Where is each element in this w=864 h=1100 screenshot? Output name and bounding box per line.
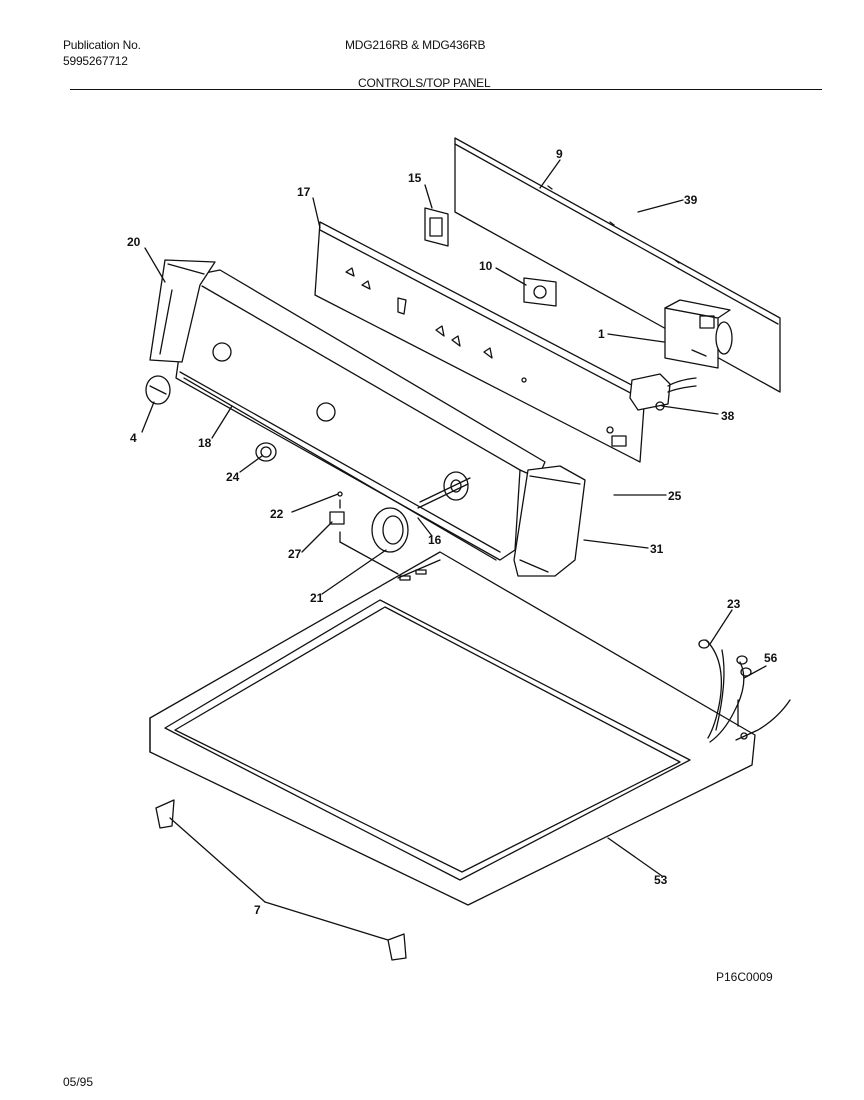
part-hinge-clips	[155, 799, 407, 961]
part-knob-small	[145, 375, 171, 405]
callout-20: 20	[127, 235, 141, 249]
callout-10: 10	[479, 259, 493, 273]
callout-27: 27	[288, 547, 302, 561]
publication-label: Publication No.	[63, 38, 141, 52]
callout-7: 7	[254, 903, 261, 917]
publication-number: 5995267712	[63, 54, 128, 68]
callout-56: 56	[764, 651, 778, 665]
publication-date: 05/95	[63, 1075, 94, 1089]
part-timer	[664, 299, 733, 369]
callout-labels: 9 39 15 17 10 20 1 38 4 18 24 25 22 27 1…	[127, 147, 778, 917]
callout-22: 22	[270, 507, 284, 521]
part-clip-and-screw	[329, 491, 399, 575]
leader-lines	[141, 159, 767, 941]
part-left-end-cap	[149, 259, 216, 363]
part-switch	[424, 207, 449, 247]
header-rule	[70, 89, 822, 90]
callout-16: 16	[428, 533, 442, 547]
callout-15: 15	[408, 171, 422, 185]
part-right-end-cap	[513, 465, 586, 577]
section-title: CONTROLS/TOP PANEL	[358, 76, 491, 90]
callout-53: 53	[654, 873, 668, 887]
callout-23: 23	[727, 597, 741, 611]
part-top-panel	[149, 551, 756, 906]
callout-24: 24	[226, 470, 240, 484]
callout-9: 9	[556, 147, 563, 161]
part-buzzer	[629, 373, 697, 411]
part-wire-harness	[698, 639, 791, 743]
callout-1: 1	[598, 327, 605, 341]
part-selector-switch	[523, 277, 557, 307]
callout-18: 18	[198, 436, 212, 450]
model-numbers: MDG216RB & MDG436RB	[345, 38, 486, 52]
part-control-mounting-plate	[314, 221, 646, 463]
callout-21: 21	[310, 591, 324, 605]
callout-4: 4	[130, 431, 137, 445]
callout-17: 17	[297, 185, 311, 199]
callout-31: 31	[650, 542, 664, 556]
part-timer-knob	[371, 507, 409, 553]
diagram-code: P16C0009	[716, 970, 773, 984]
callout-25: 25	[668, 489, 682, 503]
callout-39: 39	[684, 193, 698, 207]
callout-38: 38	[721, 409, 735, 423]
